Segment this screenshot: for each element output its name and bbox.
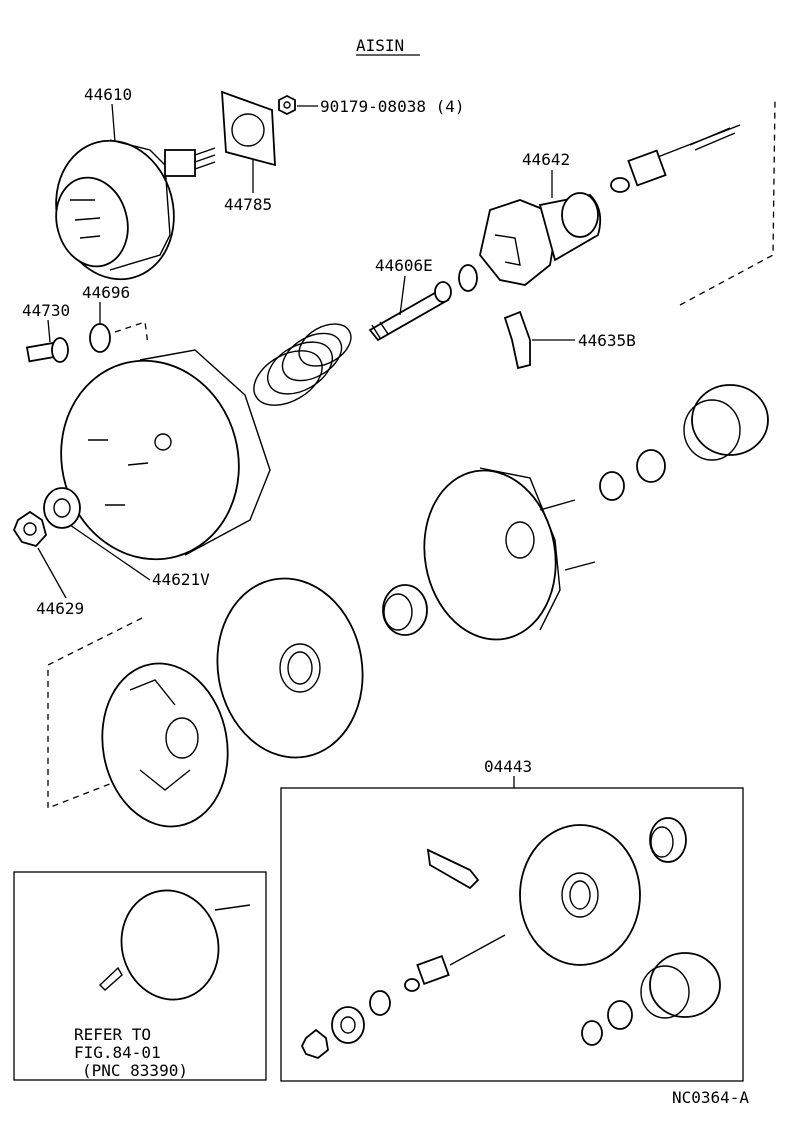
refer-booster-thumbnail [98, 889, 251, 1001]
piston-plate [101, 662, 229, 828]
valve-washer [458, 264, 478, 292]
refer-box [13, 871, 267, 1081]
part-label-44696: 44696 [82, 283, 130, 302]
push-rod-upper [610, 124, 741, 193]
leader-44730 [47, 319, 51, 343]
kit-push-rod [404, 934, 506, 992]
part-label-90179: 90179-08038 (4) [320, 97, 465, 116]
return-spring [253, 323, 352, 406]
kit-washers [369, 990, 633, 1046]
kit-bearing [331, 1006, 365, 1044]
diagram-code: NC0364-A [672, 1088, 749, 1107]
assembly-guide-dashed-right [679, 99, 776, 306]
diaphragm-boot [683, 384, 769, 461]
small-washers-row [599, 449, 666, 501]
retainer-44629 [12, 510, 47, 548]
seal-guide-dashed [114, 321, 149, 346]
part-label-04443: 04443 [484, 757, 532, 776]
refer-line-1: REFER TO [74, 1025, 151, 1044]
bolt-44730 [25, 337, 69, 363]
part-label-44785: 44785 [224, 195, 272, 214]
nut-90179 [278, 94, 296, 116]
part-label-44610: 44610 [84, 85, 132, 104]
kit-retainer [300, 1028, 329, 1060]
part-label-44642: 44642 [522, 150, 570, 169]
part-label-44730: 44730 [22, 301, 70, 320]
kit-cup-seal [649, 817, 687, 863]
leader-44621V [69, 524, 151, 581]
leader-44606E [399, 275, 406, 316]
part-label-44629: 44629 [36, 599, 84, 618]
key-clip-44635B [503, 310, 531, 370]
assembly-guide-dashed-left [47, 617, 143, 809]
kit-diaphragm-boot [640, 952, 721, 1019]
part-label-44635B: 44635B [578, 331, 636, 350]
kit-diaphragm-plate [519, 824, 641, 966]
rear-shell [60, 349, 271, 561]
valve-body-44642 [479, 192, 602, 286]
leader-44610 [111, 103, 116, 143]
seal-44696 [89, 323, 111, 353]
part-label-44606E: 44606E [375, 256, 433, 275]
leader-44629 [37, 547, 67, 599]
kit-plunger [426, 848, 480, 890]
brand-title: AISIN [356, 36, 404, 55]
refer-line-2: FIG.84-01 [74, 1043, 161, 1062]
refer-line-3: (PNC 83390) [82, 1061, 188, 1080]
part-label-44621V: 44621V [152, 570, 210, 589]
reaction-rod-44606E [368, 281, 452, 342]
cup-seal [382, 584, 428, 636]
repair-kit-box-04443 [280, 787, 744, 1082]
front-shell [423, 467, 596, 641]
gasket-44785 [221, 90, 276, 167]
brake-booster-assembly [55, 139, 216, 281]
bearing-44621V [43, 487, 81, 529]
diaphragm-plate [216, 577, 364, 759]
